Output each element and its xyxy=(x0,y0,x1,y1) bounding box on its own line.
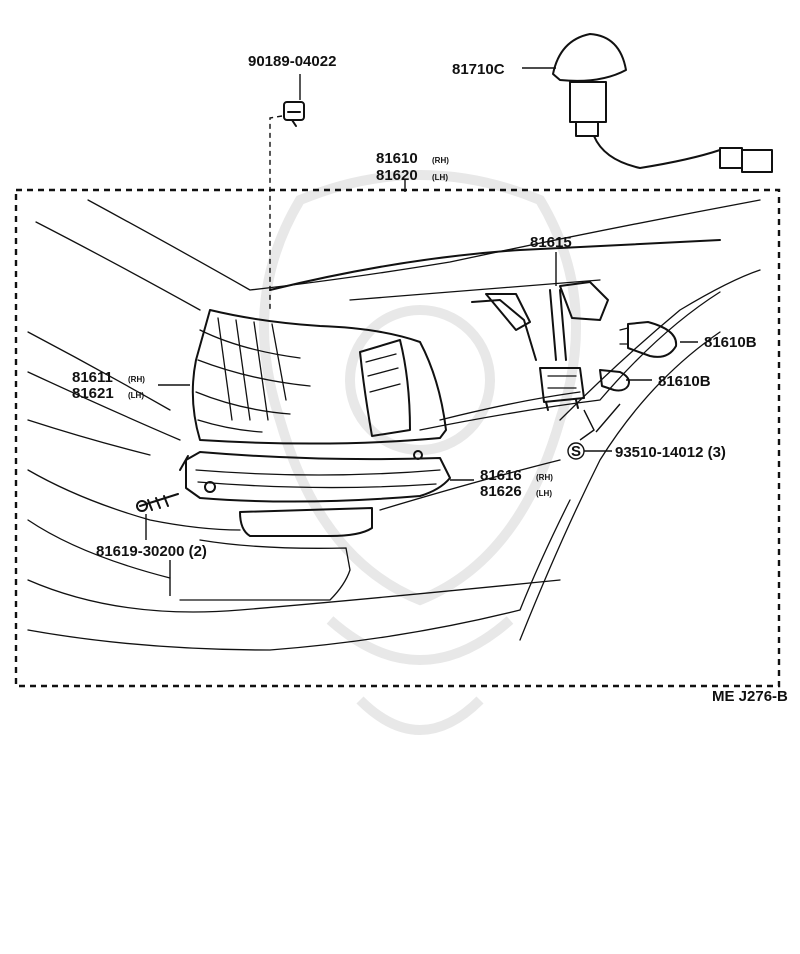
combination-lamp-assembly xyxy=(179,309,451,537)
assembly-boundary xyxy=(14,188,781,688)
label-lamp-assy-rh: 81610 xyxy=(376,150,418,167)
bulb-small-part xyxy=(599,369,630,392)
side-marker-lamp-part xyxy=(552,33,773,173)
bulb-large-part xyxy=(619,321,678,358)
leader-lines xyxy=(145,67,698,596)
label-gasket-lh-tag: (LH) xyxy=(536,489,552,498)
socket-part xyxy=(471,281,609,411)
label-gasket-rh: 81616 xyxy=(480,467,522,484)
watermark-emblem xyxy=(259,170,581,735)
label-lens-rh: 81611 xyxy=(72,369,113,386)
label-tapping-screw: 81619-30200 (2) xyxy=(96,543,207,560)
label-lamp-assy-rh-tag: (RH) xyxy=(432,156,449,165)
vehicle-body-outline xyxy=(27,199,761,651)
label-gasket-rh-tag: (RH) xyxy=(536,473,553,482)
clip-dashed-leader xyxy=(269,115,283,312)
label-lens-rh-tag: (RH) xyxy=(128,375,145,384)
label-lens-lh-tag: (LH) xyxy=(128,391,144,400)
screw-s-symbol: S xyxy=(571,443,581,460)
label-bulb-small: 81610B xyxy=(658,373,711,390)
label-gasket-lh: 81626 xyxy=(480,483,522,500)
clip-part xyxy=(283,101,305,127)
label-lamp-assy-lh-tag: (LH) xyxy=(432,173,448,182)
label-lens-lh: 81621 xyxy=(72,385,114,402)
label-screw-s: 93510-14012 (3) xyxy=(615,444,726,461)
label-side-marker-lamp: 81710C xyxy=(452,61,505,78)
label-lamp-assy-lh: 81620 xyxy=(376,167,418,184)
label-bulb-large: 81610B xyxy=(704,334,757,351)
label-clip: 90189-04022 xyxy=(248,53,336,70)
tapping-screw-part xyxy=(136,493,179,512)
label-socket: 81615 xyxy=(530,234,572,251)
diagram-code: ME J276-B xyxy=(712,688,788,705)
